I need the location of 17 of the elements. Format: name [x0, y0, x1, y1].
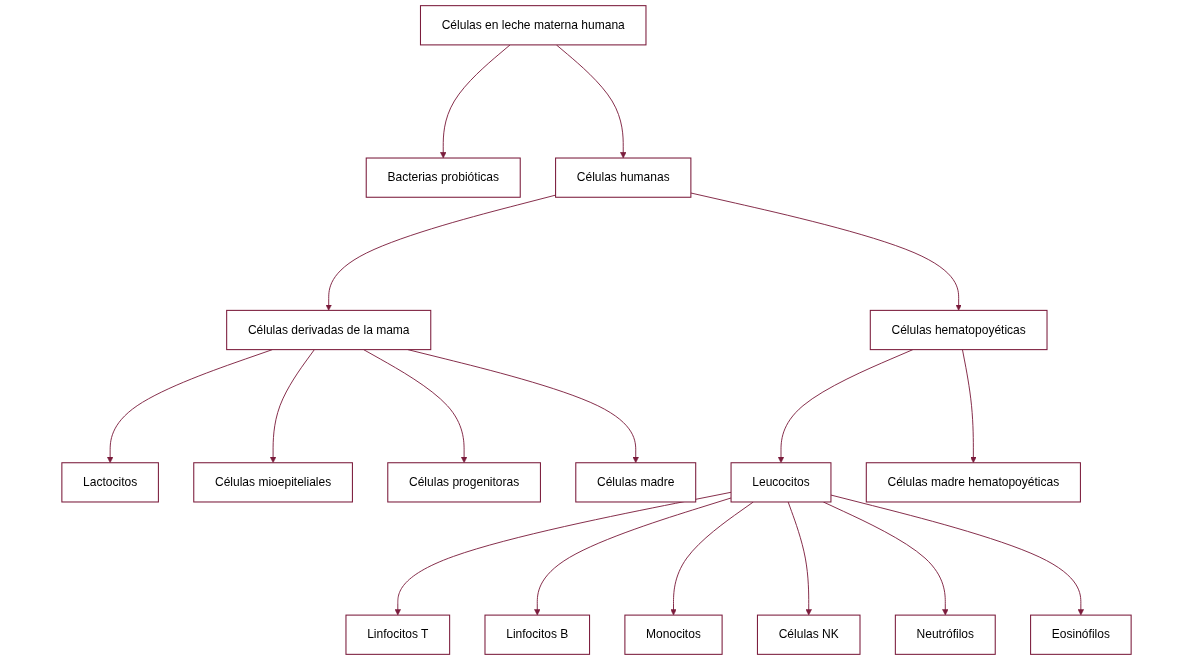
node-box: Células NK — [756, 614, 861, 655]
node-box: Células madre — [575, 462, 697, 503]
node-box: Eosinófilos — [1030, 614, 1132, 655]
node-box: Leucocitos — [730, 462, 832, 503]
node-box: Células derivadas de la mama — [226, 309, 432, 351]
node-box: Bacterias probióticas — [365, 157, 521, 198]
node-box: Células madre hematopoyéticas — [865, 462, 1081, 503]
node-box: Linfocitos B — [484, 614, 591, 655]
node-box: Monocitos — [624, 614, 723, 655]
node-box: Neutrófilos — [894, 614, 996, 655]
node-box: Células progenitoras — [387, 462, 541, 503]
node-box: Células mioepiteliales — [193, 462, 353, 503]
node-box: Lactocitos — [61, 462, 159, 503]
node-box: Linfocitos T — [345, 614, 451, 655]
node-box: Células humanas — [555, 157, 692, 198]
node-box: Células en leche materna humana — [419, 5, 647, 46]
node-box: Células hematopoyéticas — [869, 309, 1048, 351]
